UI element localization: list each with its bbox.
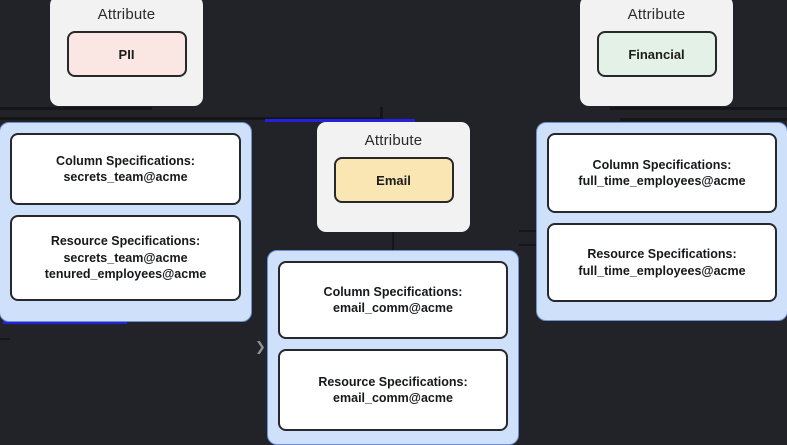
attribute-chip-email[interactable]: Email (333, 157, 454, 203)
edge-horizontal-top-left (0, 107, 152, 110)
edge-vertical-email-attr-down (392, 228, 394, 252)
edge-horizontal-right-lower (620, 118, 787, 121)
spec-box-heading: Column Specifications: (592, 157, 732, 172)
spec-box-heading: Column Specifications: (323, 284, 463, 299)
attribute-card-title: Attribute (97, 6, 156, 23)
resource-specifications-box[interactable]: Resource Specifications: secrets_team@ac… (10, 215, 241, 301)
spec-box-heading: Column Specifications: (56, 153, 195, 168)
edge-horizontal-mid-right-2 (519, 244, 537, 246)
column-specifications-box[interactable]: Column Specifications: secrets_team@acme (10, 133, 241, 205)
chevron-right-icon[interactable]: ❯ (255, 340, 266, 355)
spec-box-item: email_comm@acme (333, 301, 453, 315)
attribute-card-financial[interactable]: Attribute Financial (580, 0, 733, 106)
edge-horizontal-mid-right (519, 230, 537, 232)
column-specifications-box[interactable]: Column Specifications: email_comm@acme (278, 261, 508, 339)
spec-box-item: full_time_employees@acme (578, 174, 746, 188)
edge-vertical-pii-down (380, 107, 383, 120)
edge-highlight-left-bottom (3, 321, 127, 324)
spec-box-heading: Resource Specifications: (587, 247, 737, 261)
edge-horizontal-top-right (610, 107, 787, 110)
attribute-chip-financial[interactable]: Financial (596, 31, 717, 77)
edge-highlight-center-top (265, 119, 415, 122)
attribute-card-title: Attribute (364, 132, 423, 149)
resource-specifications-box[interactable]: Resource Specifications: full_time_emplo… (547, 223, 777, 302)
edge-horizontal-mid-left (0, 338, 10, 340)
spec-group-center[interactable]: Column Specifications: email_comm@acme R… (267, 250, 519, 445)
spec-box-item: secrets_team@acme (63, 250, 188, 265)
column-specifications-box[interactable]: Column Specifications: full_time_employe… (547, 133, 777, 213)
spec-box-item: tenured_employees@acme (44, 267, 207, 282)
edge-horizontal-top-left-lower (0, 117, 382, 120)
spec-group-left[interactable]: Column Specifications: secrets_team@acme… (0, 122, 252, 322)
spec-box-item: email_comm@acme (333, 391, 453, 405)
attribute-card-pii[interactable]: Attribute PII (50, 0, 203, 106)
spec-box-item: secrets_team@acme (63, 170, 188, 184)
attribute-chip-pii[interactable]: PII (66, 31, 187, 77)
spec-box-heading: Resource Specifications: (318, 374, 468, 389)
spec-group-right[interactable]: Column Specifications: full_time_employe… (536, 122, 787, 321)
resource-specifications-box[interactable]: Resource Specifications: email_comm@acme (278, 349, 508, 431)
spec-box-heading: Resource Specifications: (50, 234, 201, 249)
attribute-card-email[interactable]: Attribute Email (317, 122, 470, 232)
attribute-card-title: Attribute (627, 6, 686, 23)
spec-box-item: full_time_employees@acme (578, 263, 746, 278)
